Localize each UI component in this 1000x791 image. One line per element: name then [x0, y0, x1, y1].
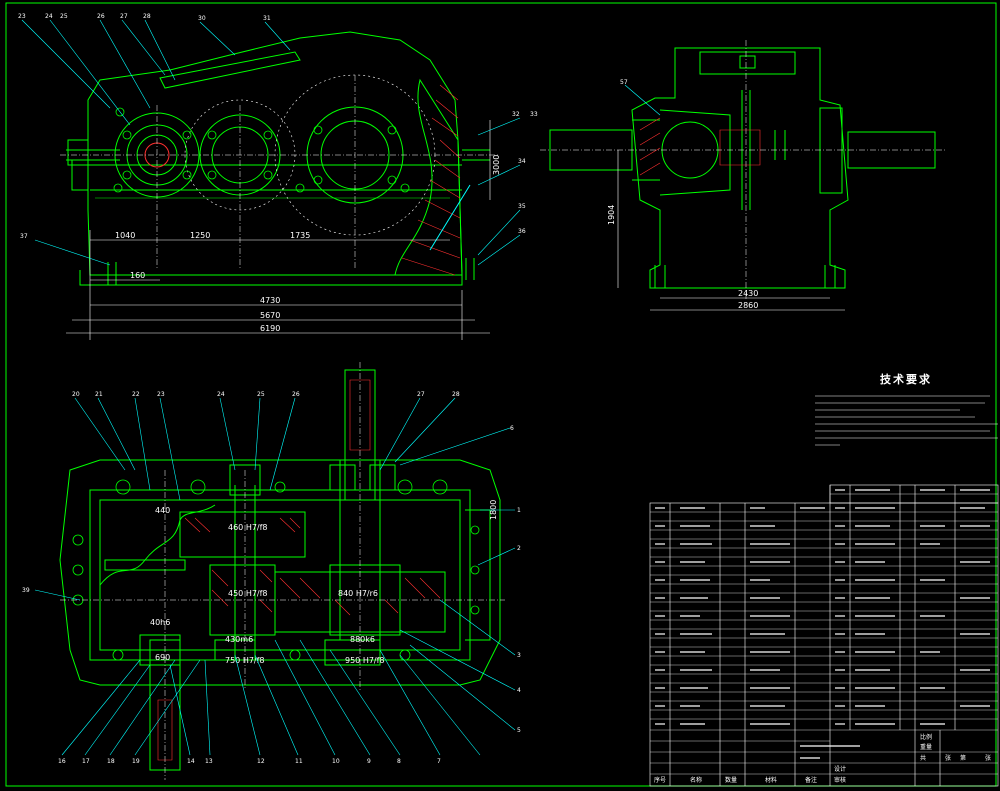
balloon: 6 [510, 425, 514, 432]
title-block-label: 张 [945, 754, 951, 762]
front-view-dim-labels: 1040 1250 1735 160 4730 5670 6190 3000 [115, 155, 501, 333]
balloon: 13 [205, 758, 213, 765]
leader-line [624, 84, 661, 116]
title-block-label: 名称 [690, 776, 702, 784]
dim-label: 5670 [260, 311, 280, 320]
front-view-dimensions [66, 120, 491, 340]
fit-label: 460 H7/f8 [228, 523, 268, 532]
balloon: 32 [512, 111, 520, 118]
title-block-label: 共 [920, 754, 926, 762]
plan-view-balloons-right: 1 2 3 4 5 6 [510, 425, 521, 734]
plan-view-outer-leaders: 39 [22, 587, 30, 594]
balloon: 10 [332, 758, 340, 765]
side-view [540, 40, 945, 300]
balloon: 24 [217, 391, 225, 398]
balloon: 4 [517, 687, 521, 694]
balloon: 14 [187, 758, 195, 765]
dim-label: 3000 [492, 155, 501, 175]
fit-label: 880k6 [350, 635, 375, 644]
front-view-balloons: 23 24 25 26 27 28 30 31 32 33 34 35 36 3… [18, 13, 538, 240]
balloon: 26 [97, 13, 105, 20]
balloon: 24 [45, 13, 53, 20]
balloon: 27 [120, 13, 128, 20]
fit-label: 440 [155, 506, 170, 515]
balloon: 16 [58, 758, 66, 765]
balloon: 22 [132, 391, 140, 398]
title-block-label: 材料 [765, 776, 777, 784]
plan-view-leaders [34, 397, 516, 756]
fit-label: 430m6 [225, 635, 253, 644]
dim-label: 4730 [260, 296, 280, 305]
balloon: 2 [517, 545, 521, 552]
technical-requirements-title: 技术要求 [880, 372, 932, 386]
front-view [60, 31, 500, 286]
balloon: 7 [437, 758, 441, 765]
balloon: 5 [517, 727, 521, 734]
balloon: 23 [18, 13, 26, 20]
balloon: 1 [517, 507, 521, 514]
dim-label: 1040 [115, 231, 135, 240]
side-view-dimensions [617, 150, 845, 311]
balloon: 17 [82, 758, 90, 765]
title-block-label: 设计 [834, 765, 846, 773]
balloon: 23 [157, 391, 165, 398]
technical-requirements: 技术要求 [815, 372, 998, 446]
front-view-leaders [21, 19, 521, 266]
balloon: 20 [72, 391, 80, 398]
balloon: 36 [518, 228, 526, 235]
dim-label: 1735 [290, 231, 310, 240]
balloon: 30 [198, 15, 206, 22]
title-block-label: 比例 [920, 733, 932, 741]
balloon: 37 [20, 233, 28, 240]
dim-label: 2430 [738, 289, 758, 298]
balloon: 28 [143, 13, 151, 20]
fit-label: 950 H7/f8 [345, 656, 385, 665]
balloon: 3 [517, 652, 521, 659]
parts-table [649, 484, 999, 787]
title-block-label: 张 [985, 754, 991, 762]
balloon: 25 [257, 391, 265, 398]
dim-label: 1904 [607, 205, 616, 225]
balloon: 19 [132, 758, 140, 765]
balloon: 25 [60, 13, 68, 20]
title-block-label: 审核 [834, 776, 846, 784]
fit-label: 750 H7/f8 [225, 656, 265, 665]
title-block-label: 数量 [725, 776, 737, 784]
title-block-label: 第 [960, 754, 966, 762]
dim-label: 2860 [738, 301, 758, 310]
balloon: 35 [518, 203, 526, 210]
balloon: 18 [107, 758, 115, 765]
side-view-dim-labels: 1904 2430 2860 57 [607, 79, 758, 310]
title-block-label: 备注 [805, 776, 817, 784]
balloon: 57 [620, 79, 628, 86]
title-block-label: 序号 [654, 776, 666, 784]
fit-label: 690 [155, 653, 170, 662]
plan-view-balloons-bottom: 16 17 18 19 14 13 12 11 10 9 8 7 [58, 758, 441, 765]
balloon: 27 [417, 391, 425, 398]
balloon: 9 [367, 758, 371, 765]
balloon: 21 [95, 391, 103, 398]
dim-label: 1250 [190, 231, 210, 240]
title-block-label: 重量 [920, 743, 932, 751]
balloon: 12 [257, 758, 265, 765]
balloon: 28 [452, 391, 460, 398]
dim-label: 160 [130, 271, 145, 280]
title-block-labels: 比例 重量 共 张 第 张 设计 审核 序号 名称 数量 材料 备注 [654, 733, 991, 784]
balloon: 8 [397, 758, 401, 765]
balloon: 34 [518, 158, 526, 165]
balloon: 31 [263, 15, 271, 22]
fit-label: 40h6 [150, 618, 170, 627]
plan-view-balloons-top: 20 21 22 23 24 25 26 27 28 [72, 391, 460, 398]
sheet-frame [5, 2, 997, 787]
fit-label: 450 H7/f8 [228, 589, 268, 598]
fit-label: 840 H7/r6 [338, 589, 378, 598]
balloon: 11 [295, 758, 303, 765]
balloon: 33 [530, 111, 538, 118]
balloon: 26 [292, 391, 300, 398]
plan-view [59, 362, 505, 780]
balloon: 39 [22, 587, 30, 594]
dim-label: 6190 [260, 324, 280, 333]
